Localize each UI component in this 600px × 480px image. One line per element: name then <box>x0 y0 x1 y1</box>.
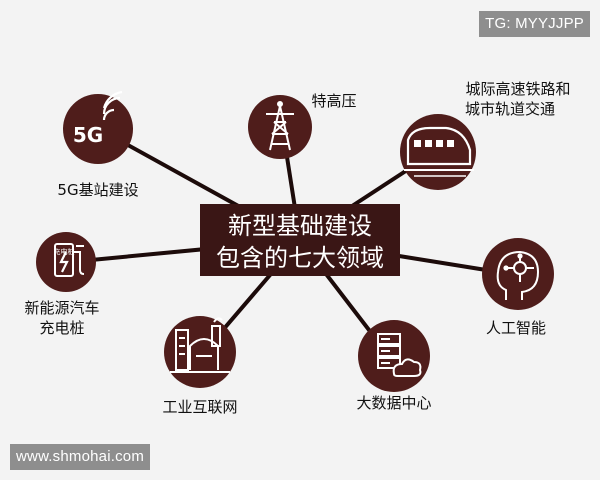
node-iiot: 工业互联网 <box>162 316 238 416</box>
node-rail: 城际高速铁路和 城市轨道交通 <box>400 80 571 190</box>
label-bigdata: 大数据中心 <box>356 394 431 412</box>
label-uhv: 特高压 <box>311 92 356 110</box>
center-title-line1: 新型基础建设 <box>228 212 372 240</box>
node-bigdata: 大数据中心 <box>356 320 432 412</box>
node-5g: 5G 5G基站建设 <box>57 90 139 199</box>
server-cloud-icon <box>377 333 422 377</box>
5g-icon-text: 5G <box>73 123 103 147</box>
label-rail-line2: 城市轨道交通 <box>465 100 555 118</box>
watermark-bottom: www.shmohai.com <box>10 444 151 470</box>
label-ai: 人工智能 <box>486 319 546 337</box>
label-iiot: 工业互联网 <box>162 398 237 416</box>
5g-antenna-icon <box>102 90 123 121</box>
ev-icon-text: 充电桩 <box>54 247 75 256</box>
label-5g: 5G基站建设 <box>57 181 138 199</box>
label-rail-line1: 城际高速铁路和 <box>465 80 570 98</box>
center-box: 新型基础建设 包含的七大领域 <box>200 204 400 276</box>
node-ev: 充电桩 新能源汽车 充电桩 <box>24 232 100 337</box>
label-ev-line2: 充电桩 <box>39 319 84 337</box>
node-uhv: 特高压 <box>248 92 357 159</box>
high-speed-train-icon <box>404 126 474 177</box>
factory-icon <box>170 317 230 373</box>
watermark-top: TG: MYYJJPP <box>479 11 590 37</box>
charging-pile-icon <box>54 243 85 277</box>
center-title-line2: 包含的七大领域 <box>216 244 384 272</box>
transmission-tower-icon <box>266 101 294 151</box>
node-ai: 人工智能 <box>482 238 554 337</box>
ai-head-icon <box>496 250 540 300</box>
label-ev-line1: 新能源汽车 <box>24 299 99 317</box>
